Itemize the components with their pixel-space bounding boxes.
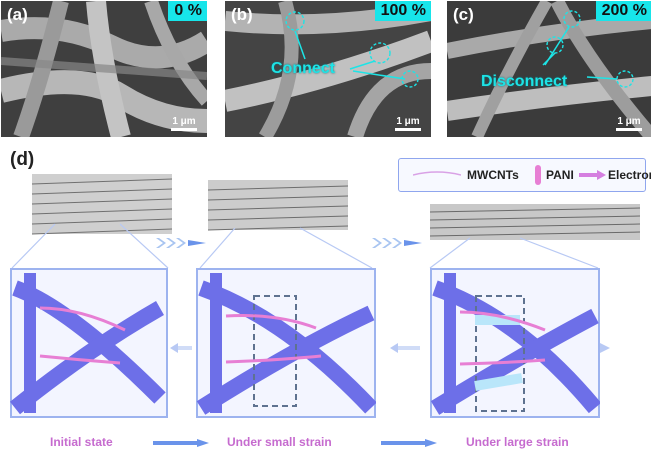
scale-label-a: 1 μm (172, 116, 196, 127)
stage-arrow-2 (381, 439, 437, 447)
pani-legend-icon (535, 165, 541, 185)
chevron-arrow-1 (156, 238, 206, 248)
sem-image-c (447, 1, 651, 137)
panel-label-c: (c) (453, 5, 474, 24)
scale-label-c: 1 μm (617, 116, 641, 127)
zoom-box-small-strain (196, 268, 376, 418)
electron-legend-icon (579, 170, 606, 180)
fiber-bundle-1 (31, 174, 173, 235)
zoom-box-initial (10, 268, 168, 418)
scale-label-b: 1 μm (396, 116, 420, 127)
scale-bar-c: 1 μm (616, 116, 642, 131)
scale-bar-b: 1 μm (395, 116, 421, 131)
legend: MWCNTs PANI Electron (398, 158, 651, 192)
sem-panel-a: (a) 0 % 1 μm (0, 0, 208, 138)
zoom-box-large-strain (430, 268, 600, 418)
panel-label-b: (b) (231, 5, 253, 24)
chevron-arrow-2 (372, 238, 422, 248)
legend-mwcnts: MWCNTs (467, 168, 519, 182)
strain-badge-b: 100 % (374, 1, 431, 21)
stage-label-large-strain: Under large strain (466, 435, 569, 449)
legend-electron: Electron (608, 168, 651, 182)
panel-label-a: (a) (7, 5, 28, 24)
sem-panel-c: (c) 200 % Disconnect 1 μm (446, 0, 651, 138)
stage-label-small-strain: Under small strain (227, 435, 332, 449)
strain-badge-c: 200 % (595, 1, 651, 21)
fiber-bundle-3 (429, 204, 641, 240)
stage-arrow-1 (153, 439, 209, 447)
callout-disconnect: Disconnect (481, 73, 568, 90)
legend-pani: PANI (546, 168, 574, 182)
scale-bar-a: 1 μm (171, 116, 197, 131)
strain-badge-a: 0 % (168, 1, 207, 21)
sem-panel-b: (b) 100 % Connect 1 μm (224, 0, 432, 138)
diagram-label-d: (d) (10, 149, 35, 170)
mwcnt-legend-icon (413, 171, 461, 176)
callout-connect: Connect (271, 60, 335, 77)
fiber-bundle-2 (207, 180, 349, 231)
sem-image-a (1, 1, 207, 137)
stage-label-initial: Initial state (50, 435, 113, 449)
